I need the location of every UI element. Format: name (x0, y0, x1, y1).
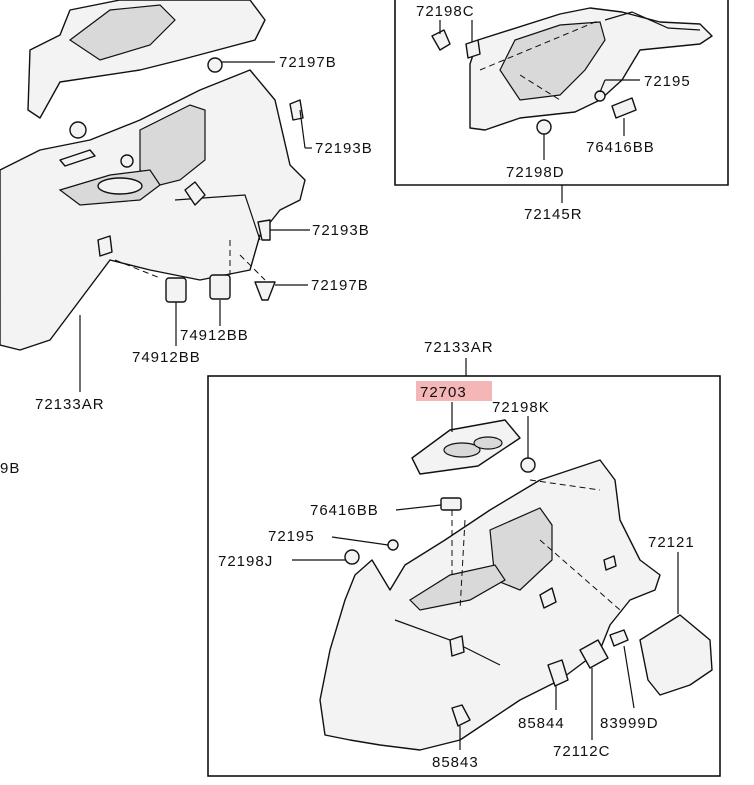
label-72197B-top: 72197B (279, 54, 337, 71)
inset-leaders (439, 20, 640, 160)
left-leaders (79, 61, 312, 392)
label-72195-top: 72195 (644, 73, 691, 90)
highlight-72703 (416, 381, 492, 401)
label-72193B-mid: 72193B (312, 222, 370, 239)
inset-box-72145R (394, 0, 729, 203)
label-72198J: 72198J (218, 553, 273, 570)
label-85844: 85844 (518, 715, 565, 732)
label-72198K: 72198K (492, 399, 550, 416)
label-72198C: 72198C (416, 3, 475, 20)
label-74912BB-b: 74912BB (132, 349, 201, 366)
label-72197B-mid: 72197B (311, 277, 369, 294)
label-72193B-top: 72193B (315, 140, 373, 157)
label-74912BB-a: 74912BB (180, 327, 249, 344)
left-trim-lower (0, 69, 306, 351)
label-72703: 72703 (420, 384, 467, 401)
right-trim-panel (319, 459, 661, 751)
label-72195-mid: 72195 (268, 528, 315, 545)
right-leaders (292, 416, 635, 750)
right-fasteners (344, 457, 629, 727)
label-72145R: 72145R (524, 206, 583, 223)
label-83999D: 83999D (600, 715, 659, 732)
label-76416BB-mid: 76416BB (310, 502, 379, 519)
cupholder-tray-72703 (411, 402, 521, 475)
cover-panel-72121 (639, 552, 713, 696)
left-trim-upper (27, 0, 266, 119)
label-72198D: 72198D (506, 164, 565, 181)
label-9B-cut: 9B (0, 460, 20, 477)
inset-trim-panel (469, 7, 713, 131)
label-72121: 72121 (648, 534, 695, 551)
part-labels: 72197B 72193B 72193B 72197B 74912BB 7491… (0, 3, 695, 771)
label-85843: 85843 (432, 754, 479, 771)
left-fasteners (59, 57, 304, 303)
label-72112C: 72112C (553, 743, 610, 760)
label-76416BB-top: 76416BB (586, 139, 655, 156)
label-72133AR-left: 72133AR (35, 396, 105, 413)
main-box-72133AR (207, 358, 721, 777)
label-72133AR-right: 72133AR (424, 339, 494, 356)
